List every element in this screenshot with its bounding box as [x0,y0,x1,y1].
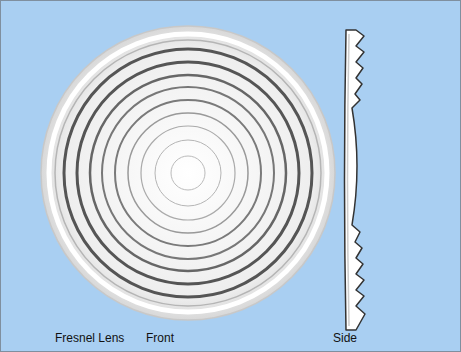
lens-front-view [41,26,335,320]
caption-label: Fresnel Lens [55,331,124,345]
view-label: Front [146,331,174,345]
view-label: Side [333,331,357,345]
lens-side-profile [345,30,366,330]
